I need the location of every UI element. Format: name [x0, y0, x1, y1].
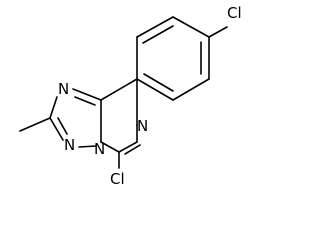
- atom-n-top-left: N: [58, 80, 69, 98]
- bond: [72, 88, 102, 101]
- pyrimidine-ring: [100, 78, 138, 153]
- bond: [172, 16, 210, 38]
- bond: [136, 78, 174, 101]
- bond: [78, 145, 97, 148]
- atom-cl-top: Cl: [227, 4, 242, 22]
- double-bond-inner: [142, 25, 174, 44]
- bond: [100, 141, 120, 153]
- triazole-ring: [49, 88, 102, 148]
- atom-n-bridge: N: [94, 140, 105, 158]
- bond: [100, 78, 138, 101]
- double-bond-inner: [74, 96, 96, 106]
- bond-c-cl-top: [208, 26, 228, 38]
- atom-n-right: N: [137, 117, 148, 135]
- bond: [118, 141, 138, 153]
- atom-n-bottom-left: N: [64, 136, 75, 154]
- benzene-ring: [136, 16, 210, 101]
- bond: [49, 117, 64, 141]
- double-bond-inner: [143, 73, 174, 92]
- double-bond-inner: [124, 144, 141, 155]
- bond-methyl: [19, 117, 51, 132]
- bond: [136, 16, 174, 38]
- chemical-structure: Cl N N N N Cl: [19, 4, 242, 188]
- bond: [172, 78, 210, 101]
- double-bond-inner: [57, 117, 68, 135]
- bond: [49, 96, 58, 119]
- atom-cl-bottom: Cl: [110, 170, 125, 188]
